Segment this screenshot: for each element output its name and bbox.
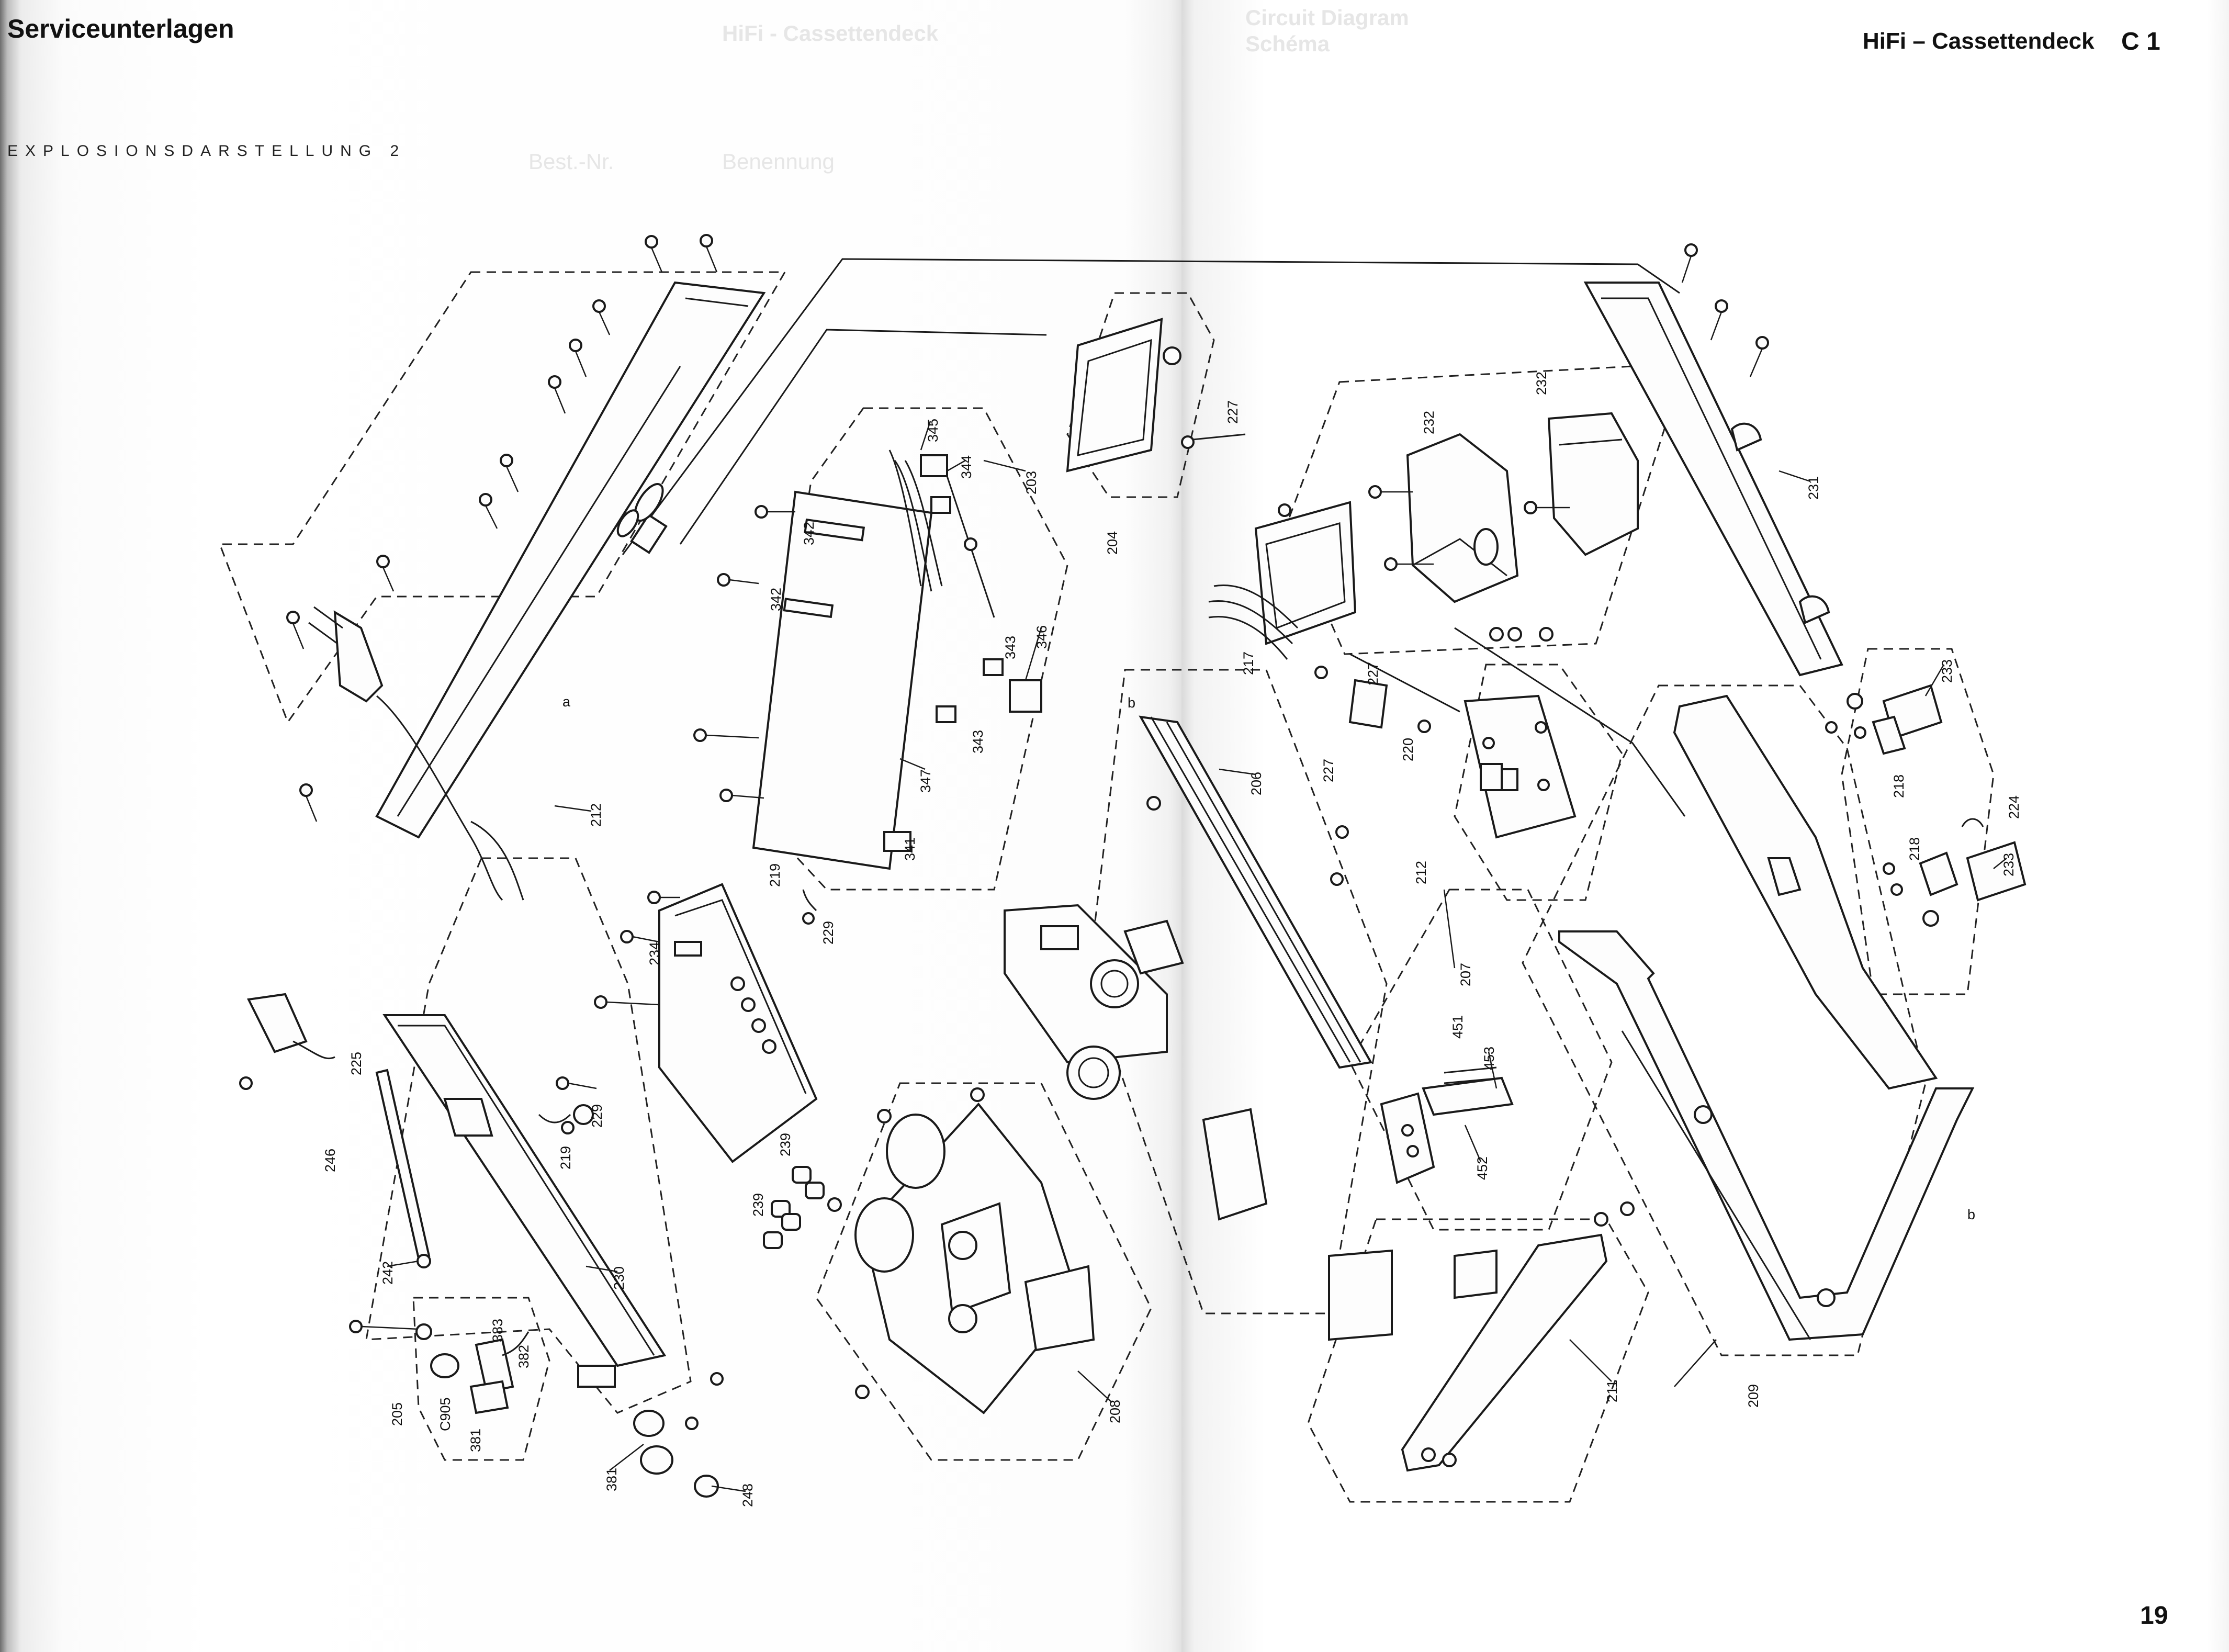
group-204-plate <box>1066 292 1215 498</box>
callout-205: 205 <box>389 1402 405 1426</box>
connector-strip-207 <box>1380 1066 1514 1184</box>
tape-frame-206 <box>1004 715 1373 1221</box>
small-parts-219-229 <box>538 889 817 1134</box>
top-rail-212 <box>308 281 766 901</box>
callout-231: 231 <box>1806 476 1821 500</box>
right-page <box>1181 0 2229 1652</box>
front-plate-234 <box>556 883 818 1163</box>
side-rail-230 <box>382 1014 724 1498</box>
callout-c905: C905 <box>437 1397 453 1431</box>
callout-227-mid: 227 <box>1365 662 1381 685</box>
callout-leaders <box>387 421 2007 1492</box>
show-through-col-2: Benennung <box>722 149 835 174</box>
hinges-218-233 <box>1825 684 2027 927</box>
header-title: Serviceunterlagen <box>7 14 234 43</box>
callout-225: 225 <box>348 1052 364 1075</box>
callout-219-low: 219 <box>558 1146 573 1170</box>
header-subtitle: EXPLOSIONSDARSTELLUNG 2 <box>7 142 407 160</box>
callout-230: 230 <box>611 1266 627 1290</box>
show-through-schema: Schéma <box>1245 31 1330 56</box>
chassis-209 <box>1558 694 1975 1341</box>
page-number: 19 <box>2140 1602 2168 1629</box>
callout-451: 451 <box>1450 1015 1466 1039</box>
callout-a: a <box>562 694 571 710</box>
show-through-circuit: Circuit Diagram <box>1245 5 1409 30</box>
callout-232-left: 232 <box>1421 411 1437 434</box>
callout-220: 220 <box>1400 738 1416 761</box>
group-208-mechanism <box>815 1082 1152 1461</box>
connection-lines <box>622 258 1686 817</box>
callout-239-lower: 239 <box>750 1193 766 1217</box>
callout-207: 207 <box>1458 963 1473 986</box>
brackets-232 <box>1368 412 1639 603</box>
group-205-switch <box>412 1297 550 1461</box>
callout-341: 341 <box>902 837 918 861</box>
callout-209: 209 <box>1746 1384 1761 1408</box>
show-through-col-1: Best.-Nr. <box>528 149 614 174</box>
callout-218-upper: 218 <box>1891 774 1907 798</box>
part-callouts: 212 203 345 344 342 342 343 343 346 347 … <box>322 372 2022 1507</box>
group-230-side <box>365 857 692 1414</box>
callout-212: 212 <box>588 803 604 827</box>
front-panel-211 <box>1328 1201 1635 1472</box>
callout-212-board: 212 <box>1413 861 1429 884</box>
callout-246: 246 <box>322 1149 338 1172</box>
callout-227-top: 227 <box>1225 400 1241 424</box>
callout-208: 208 <box>1107 1400 1123 1423</box>
callout-343-upper: 343 <box>1003 636 1018 659</box>
callout-229-top: 229 <box>820 921 836 945</box>
callout-232-right: 232 <box>1534 372 1549 395</box>
callout-211: 211 <box>1604 1380 1620 1402</box>
callout-381-right: 381 <box>604 1468 620 1491</box>
callout-383: 383 <box>490 1319 505 1342</box>
callout-347: 347 <box>918 769 933 793</box>
callout-453: 453 <box>1481 1047 1497 1070</box>
product-title: HiFi – Cassettendeck <box>1863 28 2095 54</box>
screws-top-left <box>286 234 718 822</box>
callout-b-right: b <box>1967 1207 1975 1222</box>
callout-233-lower: 233 <box>2001 853 2017 876</box>
callout-206: 206 <box>1248 772 1264 795</box>
circuit-board-212 <box>1330 627 1577 886</box>
callout-219-top: 219 <box>767 863 783 887</box>
callout-342-upper: 342 <box>801 522 817 545</box>
callout-203: 203 <box>1023 471 1039 495</box>
callout-248: 248 <box>740 1484 756 1507</box>
switch-group-205 <box>349 1320 530 1414</box>
group-218-hinges <box>1841 648 1995 995</box>
plate-204 <box>1066 318 1246 473</box>
callout-229-low: 229 <box>589 1104 605 1128</box>
callout-b-top: b <box>1128 695 1135 711</box>
callout-224: 224 <box>2006 795 2022 819</box>
callout-452: 452 <box>1474 1156 1490 1180</box>
circuit-board-203 <box>693 449 1042 870</box>
side-panel-231 <box>1583 243 1843 677</box>
callout-204: 204 <box>1105 531 1120 555</box>
show-through-title: HiFi - Cassettendeck <box>722 21 939 46</box>
drive-mechanism-208 <box>827 1087 1095 1414</box>
callout-233-upper: 233 <box>1939 659 1955 683</box>
callout-242: 242 <box>380 1261 396 1285</box>
callout-218-lower: 218 <box>1907 837 1922 861</box>
callout-342-lower: 342 <box>768 588 784 611</box>
keys-239 <box>763 1166 825 1249</box>
callout-227-low: 227 <box>1321 759 1336 782</box>
model-code: C 1 <box>2121 28 2160 55</box>
callout-382: 382 <box>516 1345 532 1368</box>
callout-217: 217 <box>1241 651 1256 675</box>
group-212-board <box>1454 664 1623 901</box>
callout-381-left: 381 <box>468 1429 483 1452</box>
callout-239-upper: 239 <box>778 1133 793 1156</box>
group-207-connector <box>1349 889 1613 1231</box>
switch-225-rod-246 <box>239 993 431 1268</box>
callout-344: 344 <box>959 455 974 479</box>
cable-harness-217 <box>1208 501 1357 679</box>
callout-234: 234 <box>647 942 662 965</box>
callout-343-lower: 343 <box>970 730 986 754</box>
group-211-panel <box>1307 1218 1649 1503</box>
